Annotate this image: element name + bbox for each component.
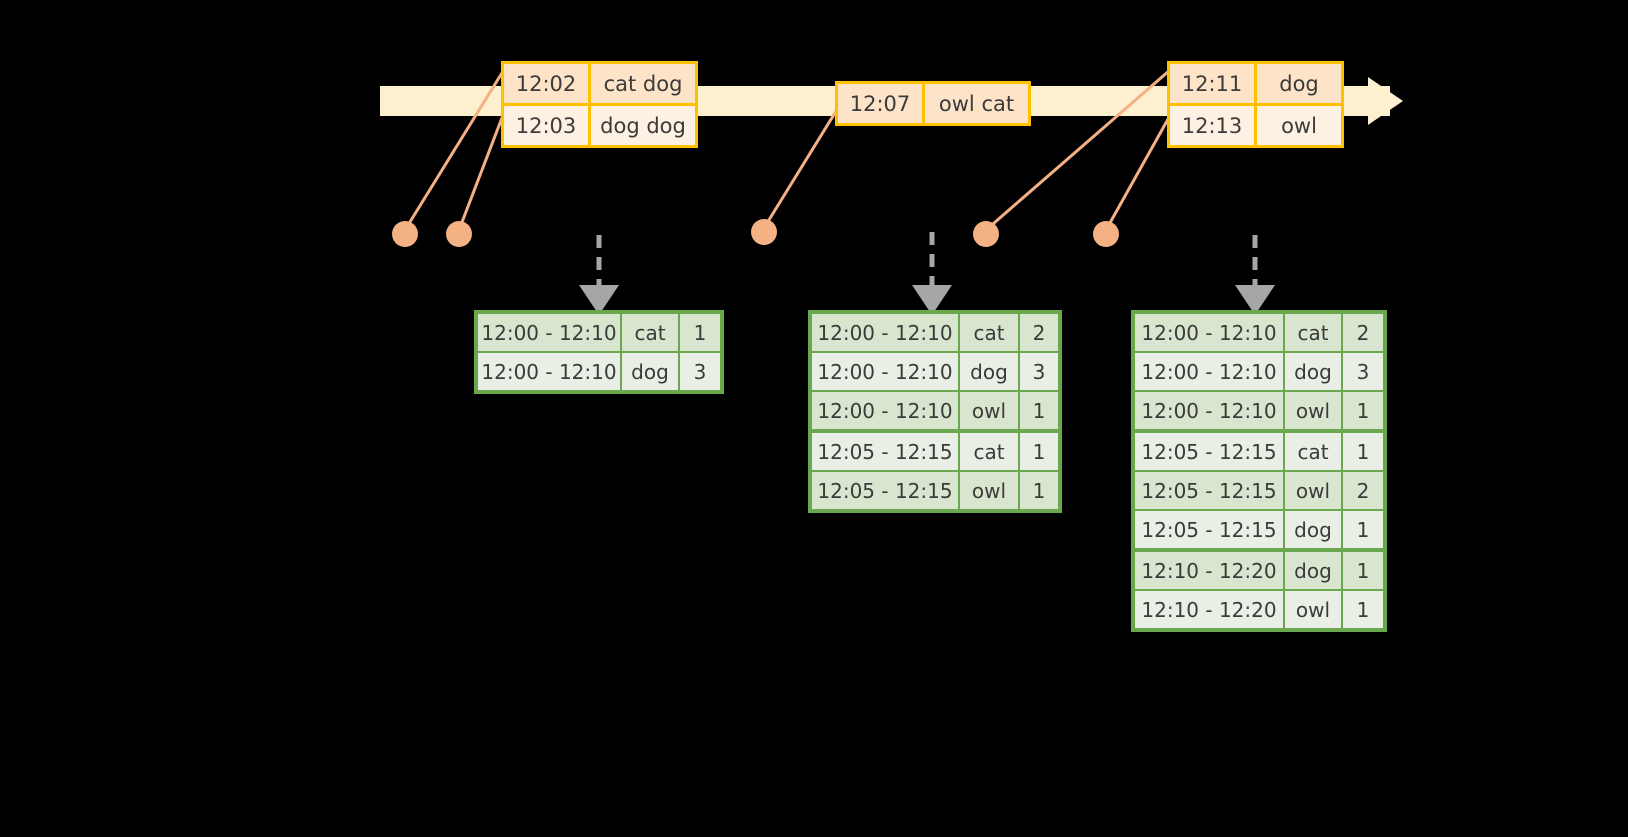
window-cell: 12:05 - 12:15 xyxy=(1141,478,1277,503)
count-cell: 3 xyxy=(1018,353,1058,390)
key-cell: owl xyxy=(1283,591,1341,628)
connector-line-2 xyxy=(457,109,507,231)
count-cell: 1 xyxy=(1341,552,1383,589)
connector-line-3 xyxy=(762,107,840,229)
window-cell: 12:00 - 12:10 xyxy=(1141,359,1277,384)
key-cell: owl xyxy=(958,472,1018,509)
event-words: owl xyxy=(1254,106,1341,145)
count-cell: 3 xyxy=(1341,353,1383,390)
event-time: 12:02 xyxy=(515,71,577,96)
key-cell: owl xyxy=(958,392,1018,429)
window-cell: 12:00 - 12:10 xyxy=(1141,398,1277,423)
event-words: cat dog xyxy=(588,64,695,103)
count-cell: 1 xyxy=(1341,433,1383,470)
window-cell: 12:00 - 12:10 xyxy=(817,320,953,345)
count-cell: 2 xyxy=(1341,472,1383,509)
event-box-2: 12:07 owl cat xyxy=(835,81,1031,126)
window-cell: 12:10 - 12:20 xyxy=(1141,558,1277,583)
count-cell: 3 xyxy=(678,353,720,390)
key-cell: dog xyxy=(620,353,678,390)
key-cell: cat xyxy=(958,314,1018,351)
window-cell: 12:05 - 12:15 xyxy=(1141,517,1277,542)
event-box-1: 12:02 cat dog 12:03 dog dog xyxy=(501,61,698,148)
window-cell: 12:10 - 12:20 xyxy=(1141,597,1277,622)
event-marker-4 xyxy=(973,221,999,247)
event-words: dog xyxy=(1254,64,1341,103)
count-cell: 1 xyxy=(1341,511,1383,548)
key-cell: cat xyxy=(620,314,678,351)
count-cell: 1 xyxy=(1018,392,1058,429)
window-cell: 12:05 - 12:15 xyxy=(817,478,953,503)
event-row: 12:03 dog dog xyxy=(504,103,695,145)
key-cell: dog xyxy=(958,353,1018,390)
count-cell: 2 xyxy=(1018,314,1058,351)
event-row: 12:07 owl cat xyxy=(838,84,1028,123)
event-time: 12:03 xyxy=(515,113,577,138)
key-cell: cat xyxy=(1283,314,1341,351)
count-cell: 1 xyxy=(1341,392,1383,429)
key-cell: cat xyxy=(1283,433,1341,470)
window-cell: 12:00 - 12:10 xyxy=(1141,320,1277,345)
event-row: 12:02 cat dog xyxy=(504,64,695,103)
event-box-3: 12:11 dog 12:13 owl xyxy=(1167,61,1344,148)
count-cell: 1 xyxy=(1018,472,1058,509)
event-time: 12:11 xyxy=(1181,71,1243,96)
window-cell: 12:05 - 12:15 xyxy=(1141,439,1277,464)
event-time: 12:13 xyxy=(1181,113,1243,138)
key-cell: dog xyxy=(1283,552,1341,589)
connector-line-5 xyxy=(1104,111,1174,231)
event-markers xyxy=(392,219,1119,247)
event-marker-1 xyxy=(392,221,418,247)
key-cell: dog xyxy=(1283,511,1341,548)
event-marker-3 xyxy=(751,219,777,245)
event-marker-5 xyxy=(1093,221,1119,247)
window-cell: 12:00 - 12:10 xyxy=(817,359,953,384)
dashed-arrows xyxy=(579,232,1275,315)
key-cell: dog xyxy=(1283,353,1341,390)
key-cell: cat xyxy=(958,433,1018,470)
event-time: 12:07 xyxy=(849,91,911,116)
event-words: owl cat xyxy=(922,84,1028,123)
event-marker-2 xyxy=(446,221,472,247)
window-cell: 12:00 - 12:10 xyxy=(481,359,617,384)
window-cell: 12:00 - 12:10 xyxy=(481,320,617,345)
timeline-arrowhead-icon xyxy=(1368,77,1403,125)
count-cell: 1 xyxy=(678,314,720,351)
event-row: 12:11 dog xyxy=(1170,64,1341,103)
event-words: dog dog xyxy=(588,106,695,145)
window-cell: 12:00 - 12:10 xyxy=(817,398,953,423)
key-cell: owl xyxy=(1283,392,1341,429)
window-cell: 12:05 - 12:15 xyxy=(817,439,953,464)
count-cell: 1 xyxy=(1341,591,1383,628)
event-row: 12:13 owl xyxy=(1170,103,1341,145)
count-cell: 1 xyxy=(1018,433,1058,470)
count-cell: 2 xyxy=(1341,314,1383,351)
key-cell: owl xyxy=(1283,472,1341,509)
